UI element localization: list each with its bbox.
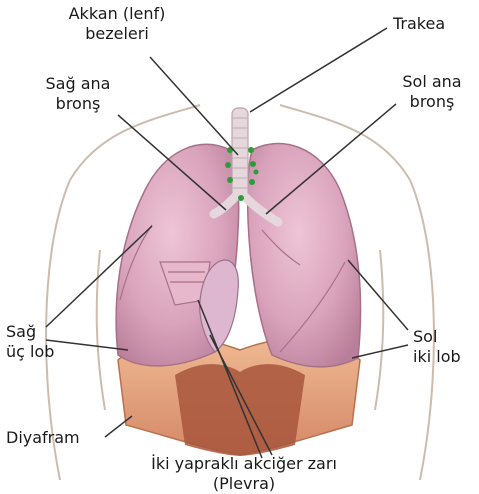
label-right-bronchus-line1: Sağ ana [36,74,120,94]
label-pleura-line2: (Plevra) [132,474,356,494]
label-left-bronchus: Sol ana bronş [392,72,472,112]
label-right-lobes-line1: Sağ [6,322,54,342]
label-left-lobes: Sol iki lob [413,327,461,367]
label-left-lobes-line1: Sol [413,327,461,347]
label-right-bronchus-line2: bronş [36,94,120,114]
trachea [232,108,248,200]
label-diaphragm: Diyafram [6,428,80,448]
leader-right-lobes-b [46,340,128,350]
leader-diaphragm [105,416,132,437]
leader-lymph-nodes [150,57,238,155]
label-right-bronchus: Sağ ana bronş [36,74,120,114]
label-pleura: İki yapraklı akciğer zarı (Plevra) [132,454,356,494]
label-lymph-nodes-line2: bezeleri [62,24,172,44]
label-right-lobes: Sağ üç lob [6,322,54,362]
label-trachea: Trakea [393,14,445,34]
label-left-lobes-line2: iki lob [413,347,461,367]
label-left-bronchus-line1: Sol ana [392,72,472,92]
left-lung [248,143,361,366]
heart-hint [243,334,253,346]
label-lymph-nodes-line1: Akkan (lenf) [62,4,172,24]
label-pleura-line1: İki yapraklı akciğer zarı [132,454,356,474]
label-left-bronchus-line2: bronş [392,92,472,112]
label-lymph-nodes: Akkan (lenf) bezeleri [62,4,172,44]
leader-trachea [250,28,387,112]
label-right-lobes-line2: üç lob [6,342,54,362]
leader-left-lobes-b [352,345,408,358]
